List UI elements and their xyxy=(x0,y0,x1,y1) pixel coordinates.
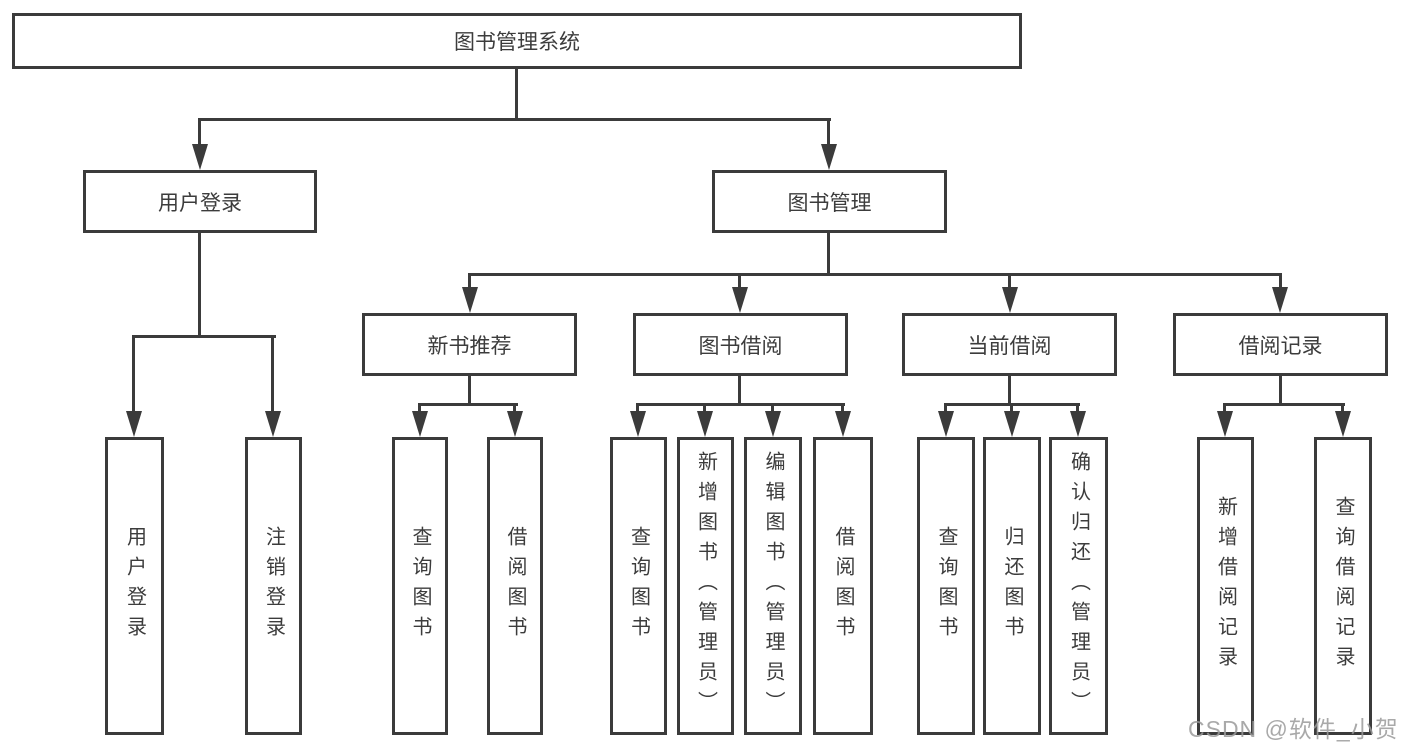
connector-line xyxy=(703,403,706,413)
node-root: 图书管理系统 xyxy=(12,13,1022,69)
connector-line xyxy=(738,273,741,289)
arrowhead-icon xyxy=(821,144,837,170)
node-bb-borrow: 借阅图书 xyxy=(813,437,873,735)
node-current-borrow: 当前借阅 xyxy=(902,313,1117,376)
node-logout: 注销登录 xyxy=(245,437,302,735)
connector-line xyxy=(132,335,276,338)
arrowhead-icon xyxy=(265,411,281,437)
connector-line xyxy=(1223,403,1345,406)
arrowhead-icon xyxy=(1217,411,1233,437)
connector-line xyxy=(1223,403,1226,413)
arrowhead-icon xyxy=(1002,287,1018,313)
node-nb-query: 查询图书 xyxy=(392,437,448,735)
connector-line xyxy=(418,403,518,406)
arrowhead-icon xyxy=(126,411,142,437)
connector-line xyxy=(198,118,201,146)
node-book-borrow: 图书借阅 xyxy=(633,313,848,376)
connector-line xyxy=(1279,273,1282,289)
connector-line xyxy=(944,403,947,413)
arrowhead-icon xyxy=(1272,287,1288,313)
arrowhead-icon xyxy=(765,411,781,437)
connector-line xyxy=(827,233,830,275)
connector-line xyxy=(468,273,1282,276)
connector-line xyxy=(468,273,471,289)
node-user-login: 用户登录 xyxy=(83,170,317,233)
node-bb-add: 新增图书（管理员） xyxy=(677,437,734,735)
connector-line xyxy=(636,403,845,406)
node-bb-query: 查询图书 xyxy=(610,437,667,735)
connector-line xyxy=(1008,273,1011,289)
connector-line xyxy=(771,403,774,413)
node-br-query: 查询借阅记录 xyxy=(1314,437,1372,735)
node-bb-edit: 编辑图书（管理员） xyxy=(744,437,802,735)
connector-line xyxy=(513,403,516,413)
connector-line xyxy=(1076,403,1079,413)
arrowhead-icon xyxy=(192,144,208,170)
connector-line xyxy=(1008,376,1011,405)
connector-line xyxy=(1341,403,1344,413)
arrowhead-icon xyxy=(1070,411,1086,437)
node-cb-query: 查询图书 xyxy=(917,437,975,735)
arrowhead-icon xyxy=(507,411,523,437)
node-nb-borrow: 借阅图书 xyxy=(487,437,543,735)
arrowhead-icon xyxy=(697,411,713,437)
connector-line xyxy=(738,376,741,405)
node-borrow-records: 借阅记录 xyxy=(1173,313,1388,376)
arrowhead-icon xyxy=(835,411,851,437)
arrowhead-icon xyxy=(1335,411,1351,437)
connector-line xyxy=(515,69,518,118)
connector-line xyxy=(1279,376,1282,405)
arrowhead-icon xyxy=(938,411,954,437)
node-br-add: 新增借阅记录 xyxy=(1197,437,1254,735)
node-cb-return: 归还图书 xyxy=(983,437,1041,735)
connector-line xyxy=(198,233,201,337)
connector-line xyxy=(841,403,844,413)
connector-line xyxy=(636,403,639,413)
arrowhead-icon xyxy=(412,411,428,437)
connector-line xyxy=(468,376,471,405)
node-book-mgmt: 图书管理 xyxy=(712,170,947,233)
node-login: 用户登录 xyxy=(105,437,164,735)
connector-line xyxy=(198,118,831,121)
node-new-book-rec: 新书推荐 xyxy=(362,313,577,376)
arrowhead-icon xyxy=(1004,411,1020,437)
connector-line xyxy=(1010,403,1013,413)
connector-line xyxy=(418,403,421,413)
connector-line xyxy=(132,335,135,413)
arrowhead-icon xyxy=(462,287,478,313)
connector-line xyxy=(271,335,274,413)
node-cb-confirm: 确认归还（管理员） xyxy=(1049,437,1108,735)
arrowhead-icon xyxy=(732,287,748,313)
arrowhead-icon xyxy=(630,411,646,437)
watermark: CSDN @软件_小贺同学 xyxy=(1188,716,1399,742)
connector-line xyxy=(827,118,830,146)
